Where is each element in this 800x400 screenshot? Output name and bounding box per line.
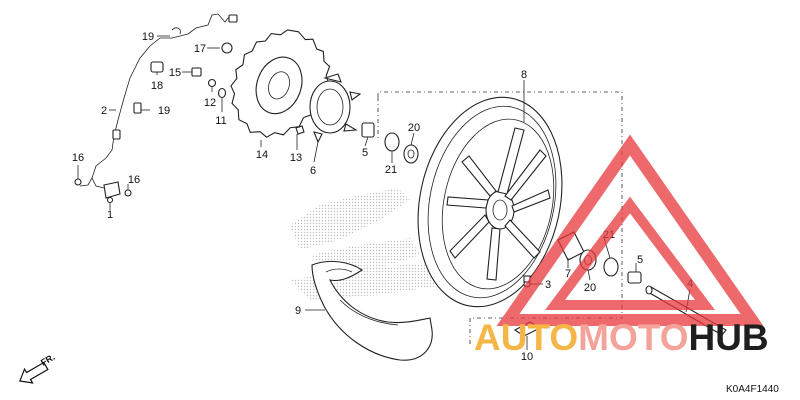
watermark-text-part2: MOTO — [578, 317, 688, 358]
callout-12: 12 — [204, 97, 216, 109]
watermark-text-part1: AUTO — [474, 317, 578, 358]
callout-13: 13 — [290, 152, 302, 164]
callout-19: 19 — [158, 105, 170, 117]
front-direction-indicator: FR. — [19, 352, 57, 384]
diagram-code: K0A4F1440 — [726, 384, 779, 395]
callout-18: 18 — [151, 80, 163, 92]
callout-20: 20 — [408, 122, 420, 134]
callout-2: 2 — [101, 105, 107, 117]
callout-9: 9 — [295, 305, 301, 317]
callout-15: 15 — [169, 67, 181, 79]
watermark-text-part3: HUB — [688, 317, 768, 358]
callout-20: 20 — [584, 282, 596, 294]
callout-8: 8 — [521, 69, 527, 81]
callout-14: 14 — [256, 149, 268, 161]
callout-10: 10 — [521, 351, 533, 363]
leader-lines — [77, 35, 691, 350]
callout-5: 5 — [362, 147, 368, 159]
callout-labels: 19 17 18 15 2 19 12 11 14 13 6 16 16 1 8… — [72, 31, 693, 363]
abs-sensor-cable — [79, 13, 238, 189]
callout-16: 16 — [72, 152, 84, 164]
wheel-speed-sensor — [74, 178, 132, 204]
callout-16: 16 — [128, 174, 140, 186]
callout-5: 5 — [637, 254, 643, 266]
watermark-triangle-icon — [496, 134, 764, 326]
callout-11: 11 — [215, 115, 226, 127]
callout-1: 1 — [107, 209, 113, 221]
direction-label: FR. — [39, 352, 57, 368]
front-wheel — [417, 96, 563, 308]
callout-7: 7 — [565, 268, 571, 280]
callout-3: 3 — [545, 279, 551, 291]
callout-17: 17 — [194, 43, 206, 55]
left-bearings — [361, 122, 419, 164]
front-arrow-icon — [19, 361, 49, 384]
watermark-text: AUTOMOTOHUB — [474, 317, 769, 358]
pulser-ring — [309, 73, 362, 144]
cable-clamp-18 — [150, 61, 164, 73]
small-hardware — [191, 42, 305, 135]
callout-6: 6 — [310, 165, 316, 177]
callout-21: 21 — [385, 164, 397, 176]
watermark: AUTOMOTOHUB — [474, 134, 769, 358]
callout-19: 19 — [142, 31, 154, 43]
assembly-outline — [377, 91, 623, 345]
brake-disc — [230, 29, 331, 138]
